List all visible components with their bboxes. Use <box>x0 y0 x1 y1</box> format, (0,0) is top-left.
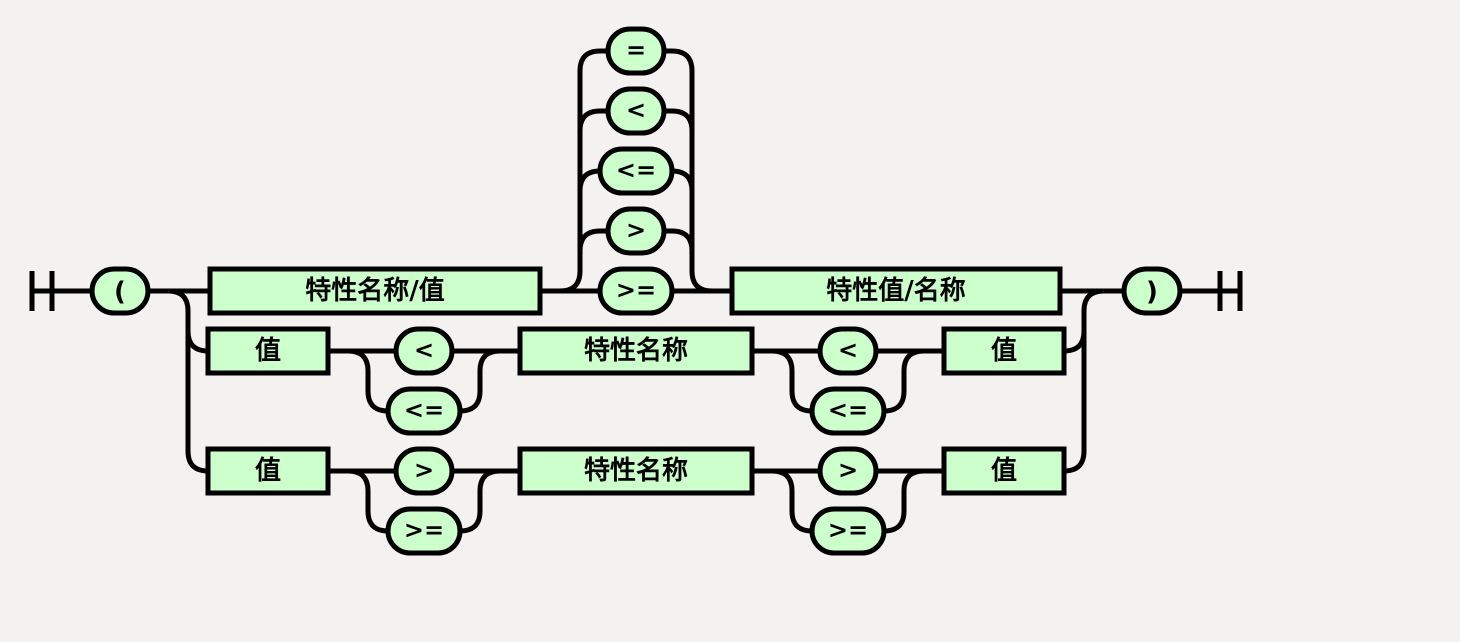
svg-text:<: < <box>626 96 646 124</box>
svg-text:>: > <box>838 456 858 484</box>
nonterminal-value: 值 <box>941 446 1067 496</box>
svg-text:>: > <box>626 216 646 244</box>
operator-less-terminal: < <box>817 326 879 376</box>
svg-text:<=: <= <box>828 396 868 424</box>
operator-greater-equal-terminal: >= <box>597 266 675 316</box>
nonterminal-attr-value-or-name: 特性值/名称 <box>729 266 1063 316</box>
nonterminal-attr-name: 特性名称 <box>517 446 755 496</box>
operator-greater-equal-terminal: >= <box>809 506 887 556</box>
nonterminal-value: 值 <box>205 446 331 496</box>
svg-text:>=: >= <box>616 276 656 304</box>
operator-less-equal-terminal: <= <box>809 386 887 436</box>
svg-text:<: < <box>414 336 434 364</box>
svg-text:值: 值 <box>991 336 1017 366</box>
operator-less-equal-terminal: <= <box>385 386 463 436</box>
svg-text:特性名称: 特性名称 <box>584 335 688 366</box>
svg-text:(: ( <box>114 277 126 307</box>
svg-text:>=: >= <box>404 516 444 544</box>
svg-text:>=: >= <box>828 516 868 544</box>
nonterminal-value: 值 <box>941 326 1067 376</box>
svg-text:特性名称: 特性名称 <box>584 455 688 486</box>
svg-text:值: 值 <box>255 456 281 486</box>
svg-text:特性名称/值: 特性名称/值 <box>305 275 445 306</box>
svg-text:<=: <= <box>616 156 656 184</box>
svg-text:值: 值 <box>255 336 281 366</box>
operator-equals-terminal: = <box>605 26 667 76</box>
operator-greater-equal-terminal: >= <box>385 506 463 556</box>
svg-text:): ) <box>1146 277 1158 307</box>
nonterminal-attr-name-or-value: 特性名称/值 <box>207 266 543 316</box>
operator-less-terminal: < <box>393 326 455 376</box>
svg-text:=: = <box>626 36 646 64</box>
svg-text:<=: <= <box>404 396 444 424</box>
operator-greater-terminal: > <box>605 206 667 256</box>
open-paren-terminal: ( <box>89 266 151 316</box>
operator-greater-terminal: > <box>817 446 879 496</box>
nonterminal-value: 值 <box>205 326 331 376</box>
svg-text:>: > <box>414 456 434 484</box>
operator-less-equal-terminal: <= <box>597 146 675 196</box>
connector-lines <box>29 48 1243 534</box>
svg-text:值: 值 <box>991 456 1017 486</box>
svg-text:特性值/名称: 特性值/名称 <box>826 275 966 306</box>
nonterminal-attr-name: 特性名称 <box>517 326 755 376</box>
operator-greater-terminal: > <box>393 446 455 496</box>
close-paren-terminal: ) <box>1121 266 1183 316</box>
svg-text:<: < <box>838 336 858 364</box>
operator-less-terminal: < <box>605 86 667 136</box>
